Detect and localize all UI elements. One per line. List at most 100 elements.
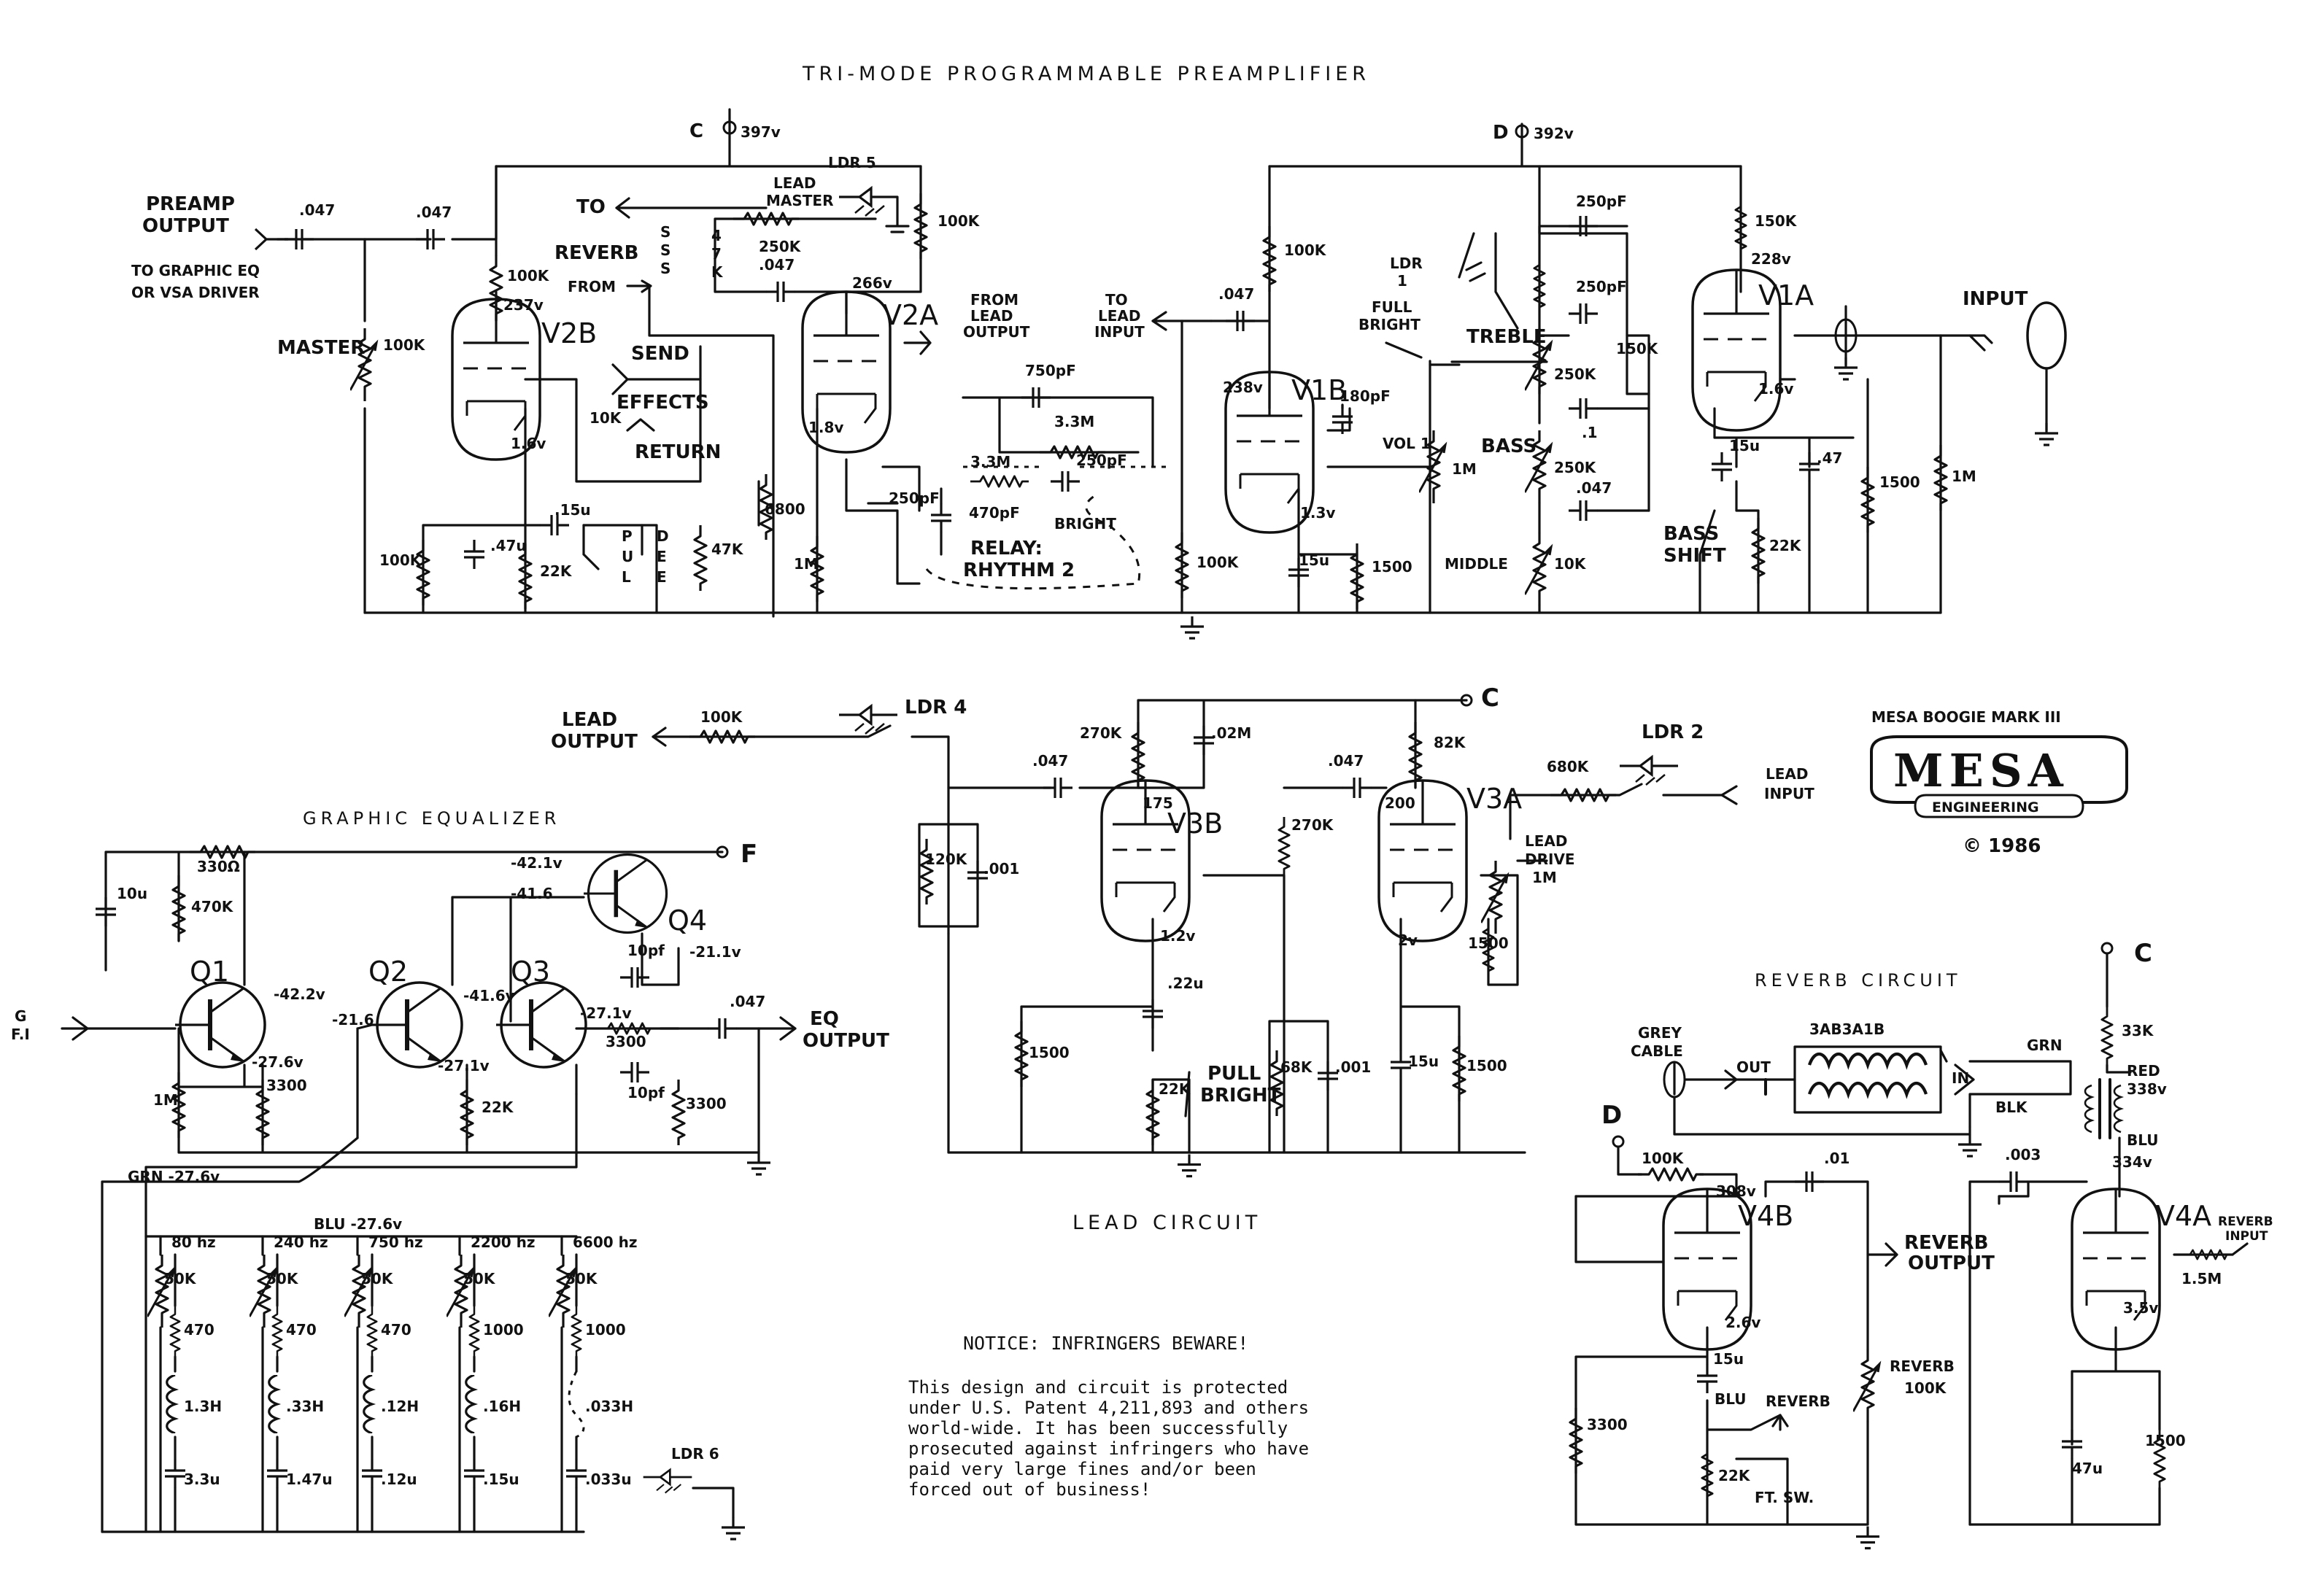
out-label: OUT [1736, 1058, 1771, 1076]
resistor-label: 3.3M [1054, 413, 1094, 430]
relay-label: RELAY: [970, 538, 1043, 559]
red-voltage: 338v [2127, 1080, 2167, 1098]
tube-v2b-label: V2B [541, 317, 597, 349]
eq-slider-pot [147, 1255, 175, 1328]
pull-deep-label: E [657, 548, 667, 565]
ldr4-label: LDR 4 [905, 697, 967, 718]
resistor-label: 100K [379, 551, 422, 569]
resistor-label: 68K [1280, 1058, 1313, 1076]
pot-value: 250K [1554, 459, 1597, 476]
capacitor [1696, 1364, 1719, 1393]
voltage: 237v [503, 296, 544, 314]
graphic-eq-title: GRAPHIC EQUALIZER [303, 808, 560, 829]
capacitor [266, 1459, 289, 1488]
switch-label: 4 [711, 227, 722, 244]
pot-value: 250K [1554, 365, 1597, 383]
voltage: 2.6v [1725, 1314, 1760, 1331]
switch-label: S [660, 223, 670, 241]
ldr2-label: LDR 2 [1642, 721, 1704, 743]
q2-label: Q2 [368, 956, 408, 988]
resistor-label: 1.5M [2181, 1270, 2222, 1287]
rail-d-label: D [1493, 122, 1509, 144]
cap-label: 250pF [1576, 278, 1627, 295]
lead-input-label: LEAD [1766, 765, 1809, 783]
cap-label: .001 [1335, 1058, 1371, 1076]
resistor [571, 1306, 582, 1357]
pull-deep-label: L [622, 568, 631, 586]
capacitor [708, 1017, 737, 1040]
to-lead-label: TO [1105, 291, 1128, 309]
eq-pot-value: 50K [266, 1270, 299, 1287]
relay-label: RHYTHM 2 [963, 559, 1075, 581]
q1-label: Q1 [190, 956, 229, 988]
switch-label: K [711, 263, 724, 281]
capacitor [1569, 499, 1598, 522]
resistor-label: 680K [1547, 758, 1590, 775]
vol1-label: VOL 1 [1383, 435, 1431, 452]
eq-cap-value: .12u [381, 1471, 417, 1488]
send-label: SEND [631, 343, 689, 365]
pot-value: 1M [1452, 460, 1477, 478]
resistor-label: 100K [1284, 241, 1327, 259]
cap-label: .47u [490, 537, 527, 554]
eq-pot-value: 50K [463, 1270, 496, 1287]
voltage: 1.8v [808, 419, 843, 436]
cap-label: .001 [983, 860, 1019, 878]
bass-label: BASS [1481, 435, 1537, 457]
eq-output-label: EQ [810, 1008, 839, 1030]
to-lead-label: LEAD [1098, 307, 1141, 325]
capacitor [1051, 470, 1080, 493]
eq-resistor-value: 470 [381, 1321, 411, 1339]
voltage: 1.6v [511, 435, 546, 452]
rail-c-reverb: C [2134, 939, 2152, 968]
voltage: -41.6 [511, 885, 553, 902]
from-lead-label: LEAD [970, 307, 1013, 325]
cap-label: .22u [1167, 975, 1204, 992]
inductor [166, 1375, 177, 1433]
resistor-label: 470K [191, 898, 234, 915]
rail-c-mid: C [1481, 683, 1499, 713]
ground-symbol [746, 1153, 772, 1176]
pull-bright-label: PULL [1207, 1063, 1261, 1085]
tube-v1a-label: V1A [1758, 279, 1814, 311]
eq-resistor-value: 470 [286, 1321, 317, 1339]
voltage: 228v [1751, 250, 1791, 268]
voltage: -27.1v [438, 1057, 490, 1074]
capacitor [1043, 776, 1072, 799]
reverb-input-label: INPUT [2225, 1229, 2268, 1244]
cap-label: .047 [1576, 479, 1612, 497]
inductor [363, 1375, 374, 1433]
capacitor [463, 540, 486, 569]
eq-inductor-value: 1.3H [184, 1398, 222, 1415]
tube-v3a-label: V3A [1466, 783, 1522, 815]
inductor [465, 1375, 476, 1433]
eq-band-freq: 80 hz [171, 1233, 216, 1251]
rail-d-voltage: 392v [1534, 125, 1574, 142]
eq-inductor-value: .16H [483, 1398, 521, 1415]
sig-label: G [15, 1007, 26, 1025]
mesa-logo: MESA BOOGIE MARK III MESA ENGINEERING © … [1870, 708, 2128, 857]
capacitor [766, 280, 795, 303]
resistor [970, 475, 1029, 488]
resistor-label: 82K [1434, 734, 1466, 751]
to-eq-label: OR VSA DRIVER [131, 284, 260, 301]
blk-label: BLK [1995, 1099, 2028, 1116]
resistor-label: 100K [1197, 554, 1240, 571]
lead-section: LEAD OUTPUT 100K LDR 4 .047 120K .001 27… [551, 683, 1814, 1234]
capacitor [1569, 302, 1598, 325]
cap-label: .047 [1218, 285, 1254, 303]
capacitor [1710, 452, 1733, 481]
bass-shift-label: SHIFT [1663, 545, 1726, 567]
resistor-label: 47K [711, 541, 744, 558]
in-label: IN [1952, 1069, 1969, 1087]
voltage: 238v [1223, 379, 1263, 396]
lead-drive-pot [1481, 861, 1509, 934]
resistor-label: 1M [153, 1091, 178, 1109]
input-label: INPUT [1963, 288, 2028, 310]
bass-shift-label: BASS [1663, 523, 1719, 545]
cap-label: .15u [554, 501, 591, 519]
cap-label: 470pF [969, 504, 1020, 522]
